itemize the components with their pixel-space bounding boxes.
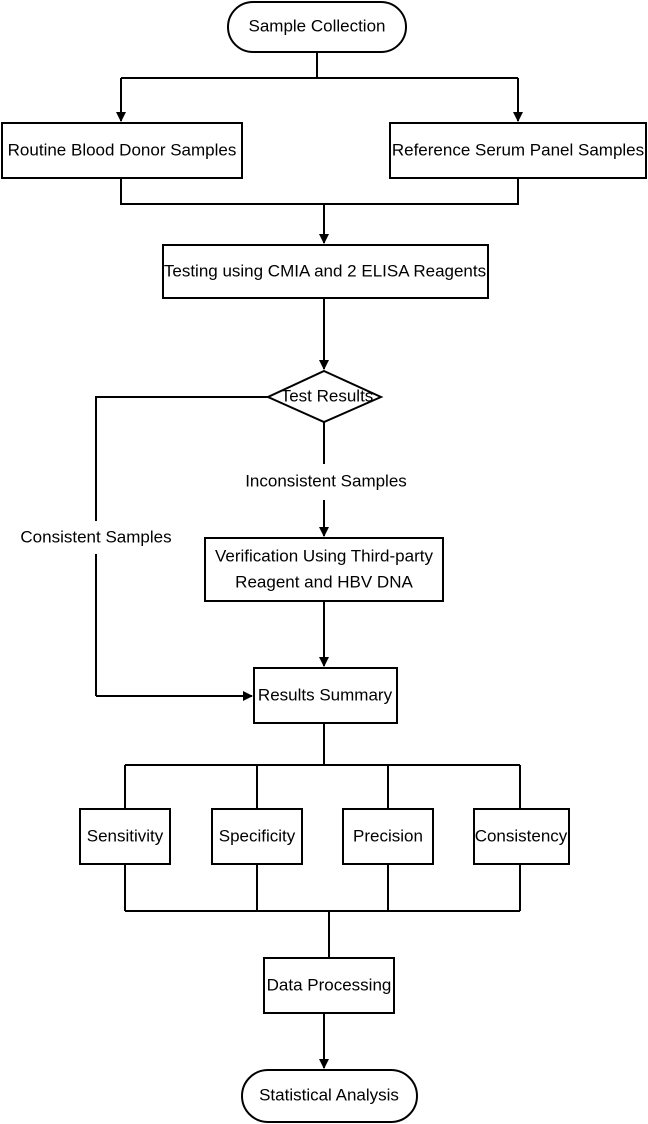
- test-results-label: Test Results: [281, 386, 374, 405]
- sensitivity-label: Sensitivity: [87, 826, 164, 845]
- node-reference-serum-panel: Reference Serum Panel Samples: [389, 122, 647, 179]
- sample-collection-label: Sample Collection: [248, 16, 385, 35]
- node-verification: Verification Using Third-party Reagent a…: [204, 537, 444, 602]
- inconsistent-samples-label: Inconsistent Samples: [245, 471, 407, 490]
- node-test-results: Test Results: [265, 369, 384, 424]
- statistical-analysis-label: Statistical Analysis: [259, 1085, 399, 1104]
- node-precision: Precision: [342, 808, 434, 865]
- node-sensitivity: Sensitivity: [79, 808, 171, 865]
- connector-consistent-path: [95, 396, 268, 696]
- node-results-summary: Results Summary: [253, 667, 398, 724]
- data-processing-label: Data Processing: [267, 975, 392, 994]
- specificity-label: Specificity: [219, 826, 296, 845]
- verification-label-line2: Reagent and HBV DNA: [235, 572, 413, 591]
- node-testing: Testing using CMIA and 2 ELISA Reagents: [162, 244, 489, 299]
- precision-label: Precision: [353, 826, 423, 845]
- node-specificity: Specificity: [211, 808, 303, 865]
- verification-label-line1: Verification Using Third-party: [215, 546, 433, 565]
- node-sample-collection: Sample Collection: [227, 1, 407, 53]
- node-consistency: Consistency: [473, 808, 570, 865]
- consistent-samples-label: Consistent Samples: [20, 527, 171, 546]
- routine-blood-donor-label: Routine Blood Donor Samples: [8, 140, 237, 159]
- node-routine-blood-donor: Routine Blood Donor Samples: [1, 122, 243, 179]
- node-data-processing: Data Processing: [263, 957, 395, 1014]
- split-connector-top: [121, 52, 518, 79]
- node-statistical-analysis: Statistical Analysis: [241, 1069, 418, 1123]
- consistency-label: Consistency: [475, 826, 568, 845]
- split-connector-metrics: [124, 723, 521, 809]
- results-summary-label: Results Summary: [258, 685, 393, 704]
- merge-connector-metrics: [124, 864, 521, 958]
- connectors: [95, 52, 523, 1069]
- merge-connector-samples: [120, 178, 519, 205]
- reference-serum-panel-label: Reference Serum Panel Samples: [392, 140, 644, 159]
- testing-label: Testing using CMIA and 2 ELISA Reagents: [164, 261, 486, 280]
